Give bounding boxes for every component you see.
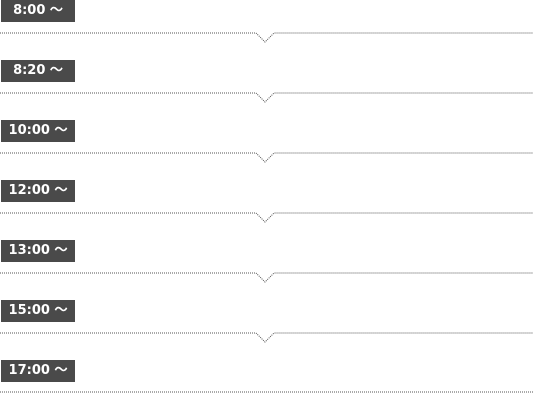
time-slot: 17:00 〜 [0, 360, 533, 420]
arrow-divider [0, 210, 533, 224]
end-divider [0, 391, 533, 405]
time-slot: 10:00 〜 [0, 120, 533, 180]
arrow-divider [0, 150, 533, 164]
time-badge: 15:00 〜 [1, 300, 75, 322]
time-slot: 12:00 〜 [0, 180, 533, 240]
arrow-divider [0, 30, 533, 44]
time-slot: 15:00 〜 [0, 300, 533, 360]
arrow-divider [0, 330, 533, 344]
time-badge: 10:00 〜 [1, 120, 75, 142]
schedule-timeline: 8:00 〜 8:20 〜 10:00 〜 12:00 〜 [0, 0, 533, 393]
time-badge: 8:20 〜 [1, 60, 75, 82]
arrow-divider [0, 270, 533, 284]
time-badge: 13:00 〜 [1, 240, 75, 262]
time-slot: 13:00 〜 [0, 240, 533, 300]
time-badge: 12:00 〜 [1, 180, 75, 202]
time-badge: 17:00 〜 [1, 360, 75, 382]
time-slot: 8:20 〜 [0, 60, 533, 120]
time-badge: 8:00 〜 [1, 0, 75, 22]
time-slot: 8:00 〜 [0, 0, 533, 60]
arrow-divider [0, 90, 533, 104]
